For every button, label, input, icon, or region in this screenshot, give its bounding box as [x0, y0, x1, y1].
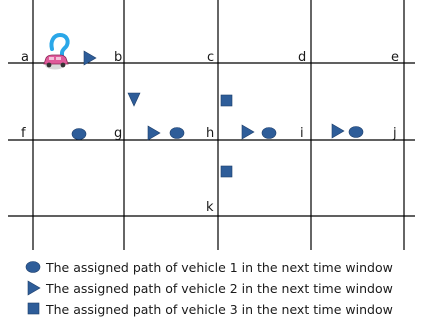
vehicle-3-marker: [220, 94, 233, 107]
vehicle-2-marker: [331, 123, 345, 139]
legend-label-vehicle-3: The assigned path of vehicle 3 in the ne…: [45, 302, 393, 317]
vehicle-3-marker: [220, 165, 233, 178]
grid: [8, 0, 415, 250]
vehicle-2-marker: [241, 124, 255, 140]
node-label-h: h: [206, 126, 214, 141]
node-label-b: b: [114, 50, 122, 65]
legend-vehicle-1-marker: [25, 261, 41, 273]
vehicle-1-path: [71, 126, 364, 140]
vehicle-2-marker: [83, 50, 97, 66]
vehicle-2-marker: [127, 92, 141, 107]
node-label-j: j: [392, 126, 397, 141]
node-label-f: f: [21, 126, 26, 141]
node-label-a: a: [21, 50, 29, 65]
legend-label-vehicle-2: The assigned path of vehicle 2 in the ne…: [45, 281, 393, 296]
vehicle-1-marker: [348, 126, 364, 138]
node-label-c: c: [207, 50, 214, 65]
vehicle-2-marker: [147, 125, 161, 141]
node-label-k: k: [206, 200, 214, 215]
legend: The assigned path of vehicle 1 in the ne…: [25, 260, 393, 317]
node-label-d: d: [298, 50, 306, 65]
legend-vehicle-2-marker: [27, 280, 41, 296]
node-labels: a b c d e f g h i j k: [21, 50, 399, 215]
legend-vehicle-3-marker: [27, 302, 40, 315]
node-label-e: e: [391, 50, 399, 65]
vehicle-3-path: [220, 94, 233, 178]
vehicle-2-path: [83, 50, 345, 141]
legend-label-vehicle-1: The assigned path of vehicle 1 in the ne…: [45, 260, 393, 275]
vehicle-1-marker: [261, 127, 277, 139]
vehicle-1-marker: [169, 127, 185, 139]
node-label-i: i: [300, 126, 304, 141]
vehicle-1-marker: [71, 128, 87, 140]
node-label-g: g: [114, 126, 122, 141]
car-icon: [43, 54, 69, 70]
